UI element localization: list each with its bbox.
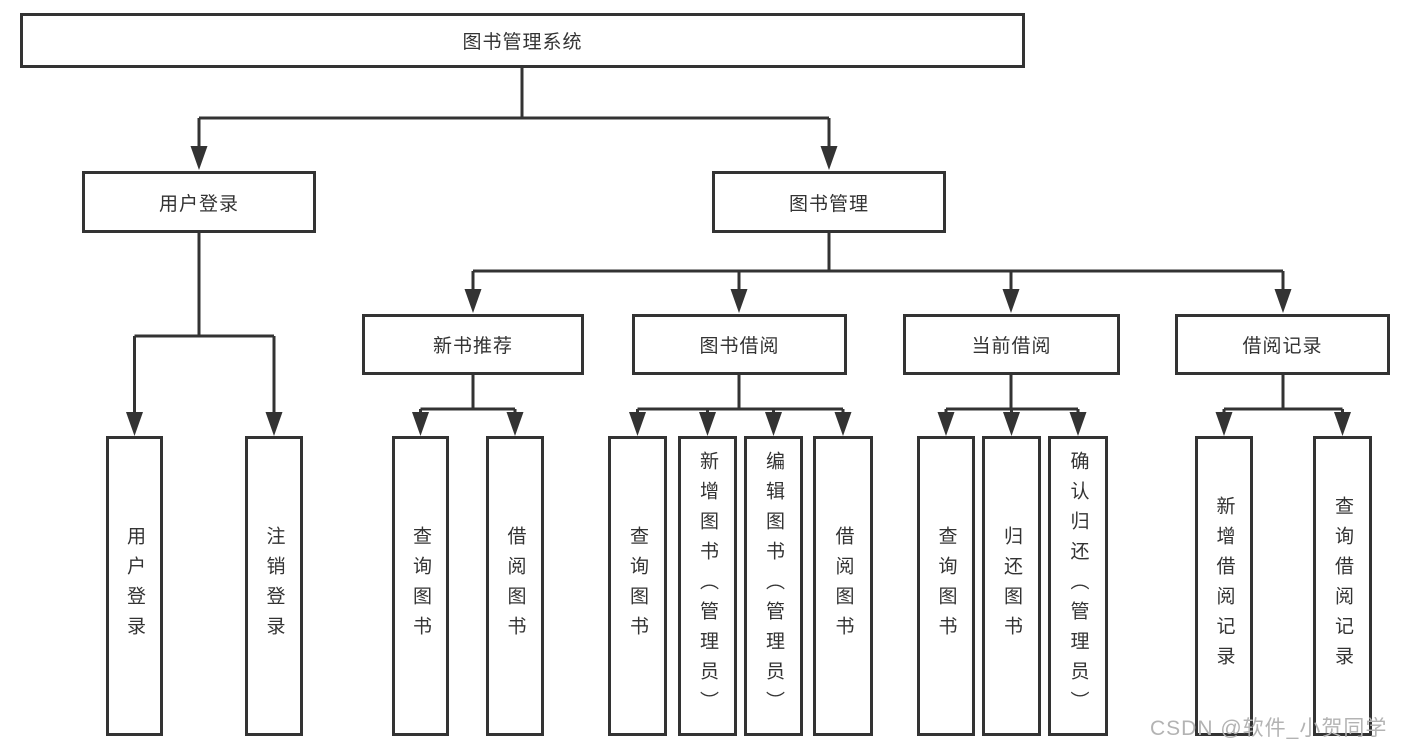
node-borrow-record: 借阅记录 <box>1175 314 1390 375</box>
node-book-borrow-label: 图书借阅 <box>699 336 780 357</box>
node-book-management-label: 图书管理 <box>788 193 869 215</box>
csdn-watermark: CSDN @软件_小贺同学 <box>1150 717 1388 740</box>
leaf-query-books-1-label: 查询图书 <box>410 526 431 646</box>
leaf-borrow-books-1-label: 借阅图书 <box>504 526 526 646</box>
leaf-logout-label: 注销登录 <box>263 526 285 646</box>
leaf-return-books: 归还图书 <box>982 436 1041 736</box>
leaf-edit-books-admin-label: 编辑图书（管理员） <box>763 451 784 721</box>
leaf-confirm-return-admin: 确认归还（管理员） <box>1048 436 1108 736</box>
leaf-add-borrow-record-label: 新增借阅记录 <box>1213 496 1235 676</box>
node-current-borrow: 当前借阅 <box>903 314 1120 375</box>
node-book-management: 图书管理 <box>712 171 946 233</box>
node-user-login-branch: 用户登录 <box>82 171 316 233</box>
leaf-borrow-books-2-label: 借阅图书 <box>832 526 854 646</box>
leaf-user-login-label: 用户登录 <box>124 526 145 646</box>
leaf-user-login: 用户登录 <box>106 436 163 736</box>
node-user-login-branch-label: 用户登录 <box>158 193 239 215</box>
node-borrow-record-label: 借阅记录 <box>1242 336 1323 357</box>
leaf-query-borrow-record: 查询借阅记录 <box>1313 436 1372 736</box>
leaf-borrow-books-2: 借阅图书 <box>813 436 873 736</box>
leaf-query-books-3-label: 查询图书 <box>935 526 957 646</box>
leaf-query-borrow-record-label: 查询借阅记录 <box>1332 496 1353 676</box>
leaf-add-books-admin-label: 新增图书（管理员） <box>697 451 718 721</box>
arrowheads <box>126 146 1351 436</box>
leaf-edit-books-admin: 编辑图书（管理员） <box>744 436 803 736</box>
leaf-add-books-admin: 新增图书（管理员） <box>678 436 737 736</box>
leaf-query-books-2: 查询图书 <box>608 436 667 736</box>
leaf-query-books-1: 查询图书 <box>392 436 449 736</box>
node-new-book-recommend: 新书推荐 <box>362 314 584 375</box>
leaf-query-books-2-label: 查询图书 <box>627 526 648 646</box>
node-new-book-recommend-label: 新书推荐 <box>432 336 513 357</box>
node-current-borrow-label: 当前借阅 <box>971 336 1052 357</box>
leaf-return-books-label: 归还图书 <box>1001 526 1022 646</box>
leaf-borrow-books-1: 借阅图书 <box>486 436 544 736</box>
leaf-logout: 注销登录 <box>245 436 303 736</box>
leaf-confirm-return-admin-label: 确认归还（管理员） <box>1067 451 1089 721</box>
node-book-borrow: 图书借阅 <box>632 314 847 375</box>
leaf-query-books-3: 查询图书 <box>917 436 975 736</box>
node-root: 图书管理系统 <box>20 13 1025 68</box>
node-root-label: 图书管理系统 <box>462 32 583 53</box>
leaf-add-borrow-record: 新增借阅记录 <box>1195 436 1253 736</box>
